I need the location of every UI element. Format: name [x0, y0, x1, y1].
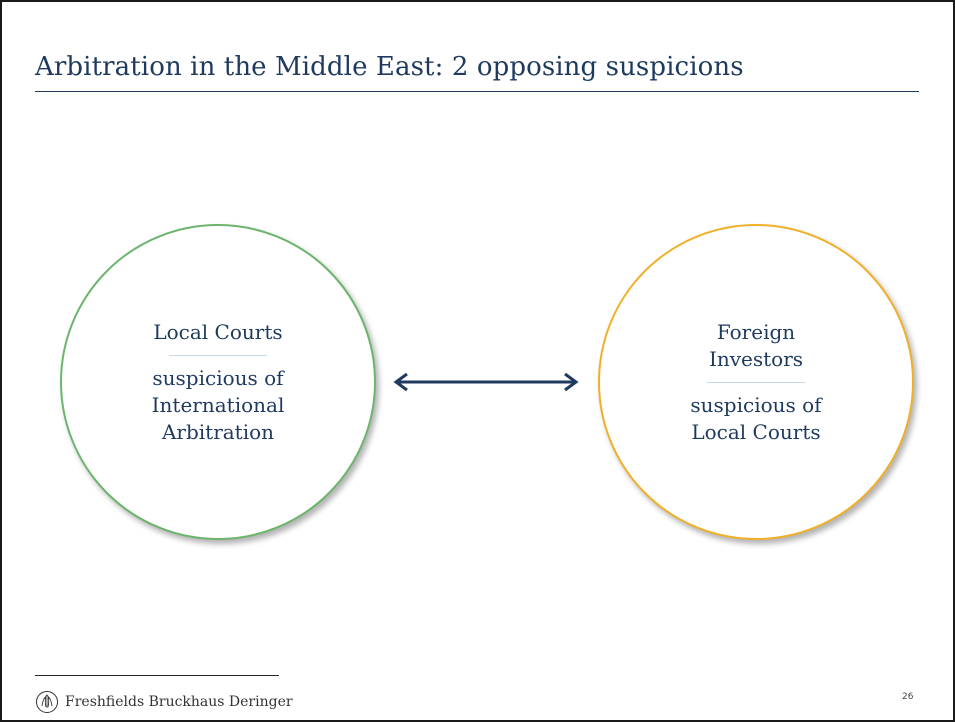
title-underline [35, 91, 919, 92]
company-logo: Freshfields Bruckhaus Deringer [35, 690, 293, 714]
footer-rule [35, 675, 279, 676]
local-courts-heading: Local Courts [153, 319, 283, 344]
freshfields-crest-icon [36, 691, 58, 713]
double-headed-arrow-icon [393, 372, 579, 392]
foreign-investors-heading-line-1: Foreign [716, 319, 796, 344]
foreign-investors-circle: Foreign Investors suspicious of Local Co… [598, 224, 914, 540]
local-courts-desc-line-3: Arbitration [161, 419, 275, 444]
company-name: Freshfields Bruckhaus Deringer [65, 694, 293, 710]
foreign-investors-desc-line-1: suspicious of [690, 392, 822, 417]
local-courts-divider [169, 354, 267, 356]
page-number: 26 [902, 692, 914, 702]
local-courts-circle: Local Courts suspicious of International… [60, 224, 376, 540]
foreign-investors-desc-line-2: Local Courts [691, 419, 821, 444]
local-courts-desc-line-1: suspicious of [152, 365, 284, 390]
foreign-investors-divider [707, 381, 805, 383]
local-courts-content: Local Courts suspicious of International… [62, 226, 374, 538]
foreign-investors-content: Foreign Investors suspicious of Local Co… [600, 226, 912, 538]
local-courts-desc-line-2: International [151, 392, 285, 417]
slide-title: Arbitration in the Middle East: 2 opposi… [35, 52, 744, 82]
foreign-investors-heading-line-2: Investors [708, 346, 804, 371]
